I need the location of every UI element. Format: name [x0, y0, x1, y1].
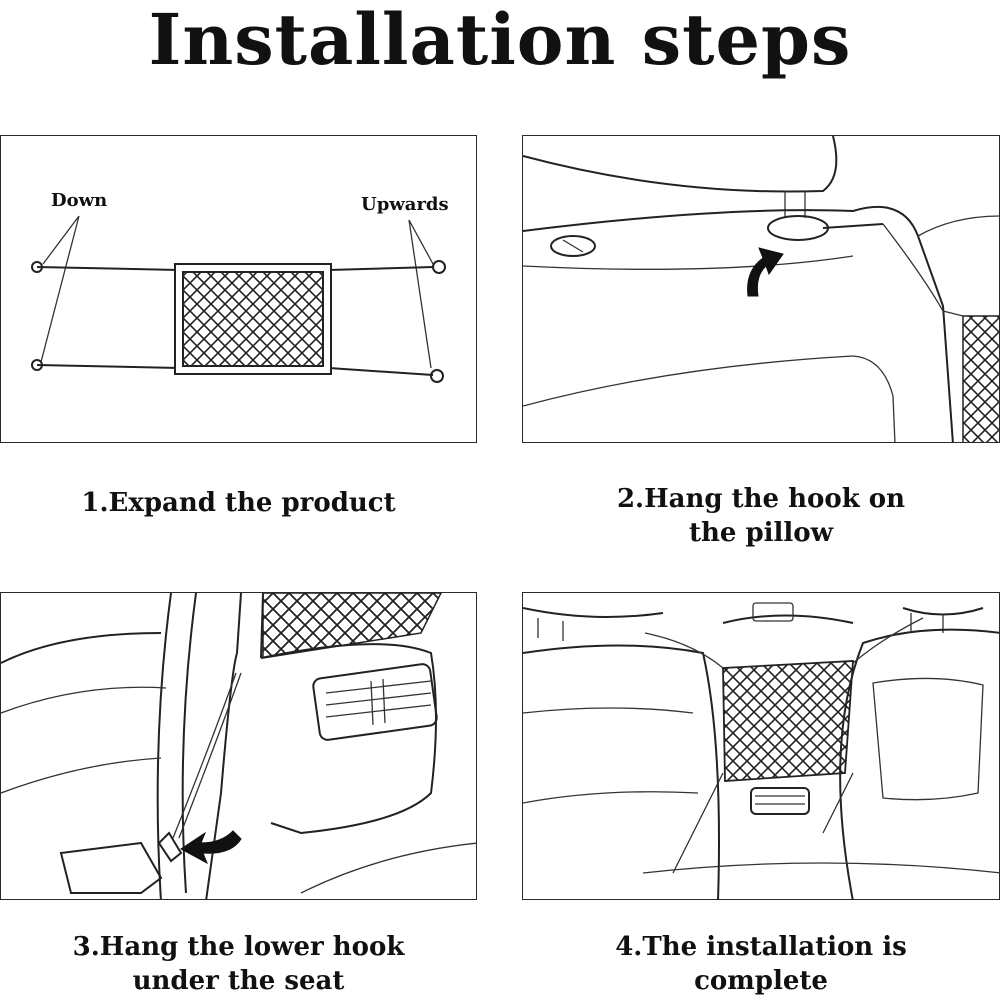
step-2-caption-line-1: 2.Hang the hook on [522, 482, 1000, 516]
step-2-illustration [522, 135, 1000, 443]
step-3-caption-line-2: under the seat [0, 964, 477, 998]
step-2-caption: 2.Hang the hook on the pillow [522, 482, 1000, 550]
label-down: Down [51, 190, 107, 211]
curved-up-arrow-icon [748, 248, 783, 296]
step-4-illustration [522, 592, 1000, 900]
step-1-illustration: Down Upwards [0, 135, 477, 443]
step-4-caption: 4.The installation is complete [522, 930, 1000, 998]
step-3-caption-line-1: 3.Hang the lower hook [0, 930, 477, 964]
step-2-caption-line-2: the pillow [522, 516, 1000, 550]
step-4-caption-line-1: 4.The installation is [522, 930, 1000, 964]
step-1-caption-line: 1.Expand the product [0, 486, 477, 520]
step-3-caption: 3.Hang the lower hook under the seat [0, 930, 477, 998]
page-title: Installation steps [0, 0, 1000, 80]
step-1-caption: 1.Expand the product [0, 486, 477, 520]
step-3-illustration [0, 592, 477, 900]
label-upwards: Upwards [361, 194, 449, 215]
step-4-caption-line-2: complete [522, 964, 1000, 998]
